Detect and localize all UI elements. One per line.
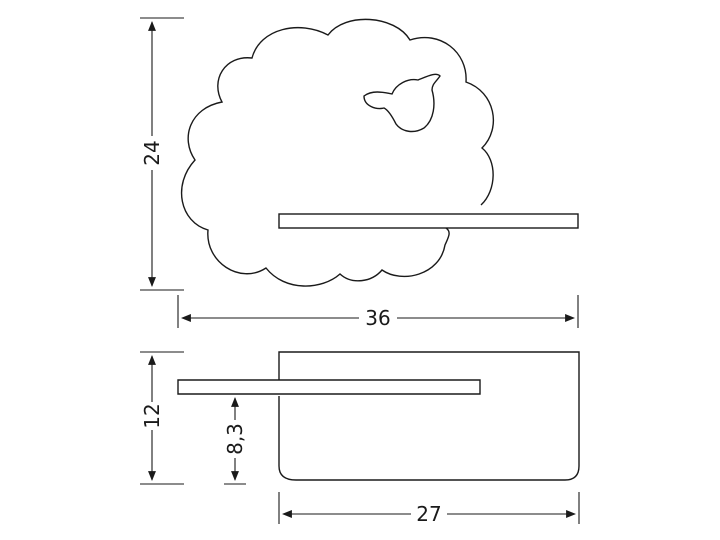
label-width-total: 36 xyxy=(365,306,390,330)
shelf-side xyxy=(177,379,481,395)
label-height-total: 24 xyxy=(140,140,164,165)
front-view xyxy=(180,18,579,287)
label-shelf-width: 27 xyxy=(416,502,441,526)
back-panel-profile xyxy=(278,351,580,481)
label-shelf-height: 8,3 xyxy=(223,423,247,455)
sheep-head-icon xyxy=(363,73,441,133)
label-depth-total: 12 xyxy=(140,403,164,428)
shelf-front xyxy=(278,213,579,229)
cloud-outline xyxy=(180,18,495,287)
side-view xyxy=(177,351,580,481)
